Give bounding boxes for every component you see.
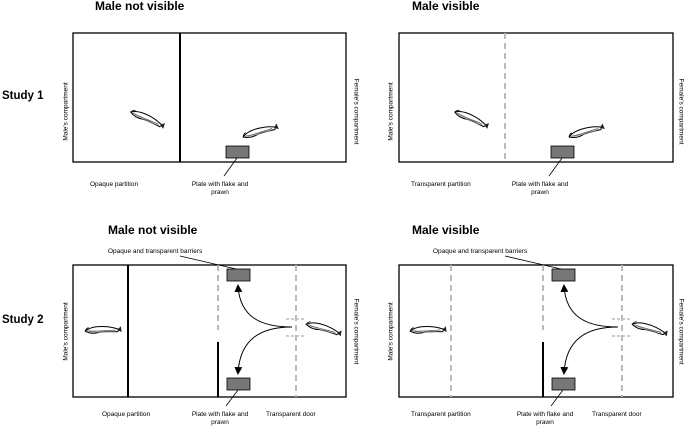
caption-opaque-partition: Opaque partition [90, 181, 139, 188]
panel-s1-left [72, 32, 347, 177]
panel-title-s1-left: Male not visible [95, 0, 185, 13]
plate-leader-line [550, 389, 564, 407]
food-plate-bottom [226, 377, 251, 391]
tank-outline [72, 32, 347, 163]
tank-outline [72, 264, 347, 398]
tank-outline [398, 32, 674, 163]
male-fish [128, 108, 167, 130]
male-fish [84, 322, 123, 338]
plate-leader-line [548, 157, 563, 177]
plate-leader-line [225, 389, 239, 407]
study-1-label: Study 1 [2, 90, 44, 102]
panel-title-s2-right: Male visible [412, 223, 480, 237]
panel-s2-left [72, 255, 347, 407]
female-compartment-label: Female's compartment [677, 78, 685, 145]
female-fish [241, 120, 280, 144]
caption-transparent-door: Transparent door [266, 411, 316, 418]
female-fish [567, 120, 606, 144]
caption-transparent-partition: Transparent partition [411, 411, 471, 418]
arrow-to-top-plate [560, 284, 619, 328]
food-plate [225, 145, 250, 159]
caption-plate-line1: Plate with flake and [511, 181, 569, 188]
caption-plate-line2: prawn [536, 419, 554, 426]
male-compartment-label: Male's compartment [62, 302, 70, 361]
tank-outline [398, 264, 674, 398]
caption-plate-line2: prawn [531, 189, 549, 196]
food-plate-bottom [551, 377, 576, 391]
caption-barriers: Opaque and transparent barriers [108, 248, 203, 255]
caption-plate: Plate with flake and prawn [500, 181, 580, 197]
panel-s1-right [398, 32, 674, 177]
food-plate-top [226, 268, 251, 282]
barriers-leader-line [179, 255, 237, 270]
food-plate-top [551, 268, 576, 282]
caption-plate-line1: Plate with flake and [191, 181, 249, 188]
panel-s2-right [398, 255, 674, 407]
female-fish [304, 320, 343, 337]
caption-transparent-partition: Transparent partition [411, 181, 471, 188]
caption-barriers: Opaque and transparent barriers [433, 248, 528, 255]
arrow-to-top-plate [234, 284, 293, 328]
male-compartment-label: Male's compartment [387, 302, 395, 361]
caption-plate: Plate with flake and prawn [180, 181, 260, 197]
barriers-leader-line [504, 255, 562, 270]
caption-opaque-partition: Opaque partition [102, 411, 151, 418]
female-compartment-label: Female's compartment [677, 298, 685, 365]
male-fish [409, 322, 448, 338]
food-plate [550, 145, 575, 159]
arrow-to-bottom-plate [234, 326, 293, 375]
caption-plate-line1: Plate with flake and [516, 411, 574, 418]
male-fish [452, 108, 491, 130]
caption-plate-line2: prawn [211, 419, 229, 426]
panel-title-s1-right: Male visible [412, 0, 480, 13]
male-compartment-label: Male's compartment [387, 82, 395, 141]
male-compartment-label: Male's compartment [62, 82, 70, 141]
female-compartment-label: Female's compartment [352, 298, 360, 365]
female-fish [630, 320, 669, 337]
plate-leader-line [223, 157, 238, 177]
study-2-label: Study 2 [2, 314, 44, 326]
caption-plate: Plate with flake and prawn [505, 411, 585, 427]
caption-plate: Plate with flake and prawn [180, 411, 260, 427]
arrow-to-bottom-plate [560, 326, 619, 375]
caption-plate-line1: Plate with flake and [191, 411, 249, 418]
caption-transparent-door: Transparent door [592, 411, 642, 418]
caption-plate-line2: prawn [211, 189, 229, 196]
panel-title-s2-left: Male not visible [108, 223, 198, 237]
female-compartment-label: Female's compartment [352, 78, 360, 145]
